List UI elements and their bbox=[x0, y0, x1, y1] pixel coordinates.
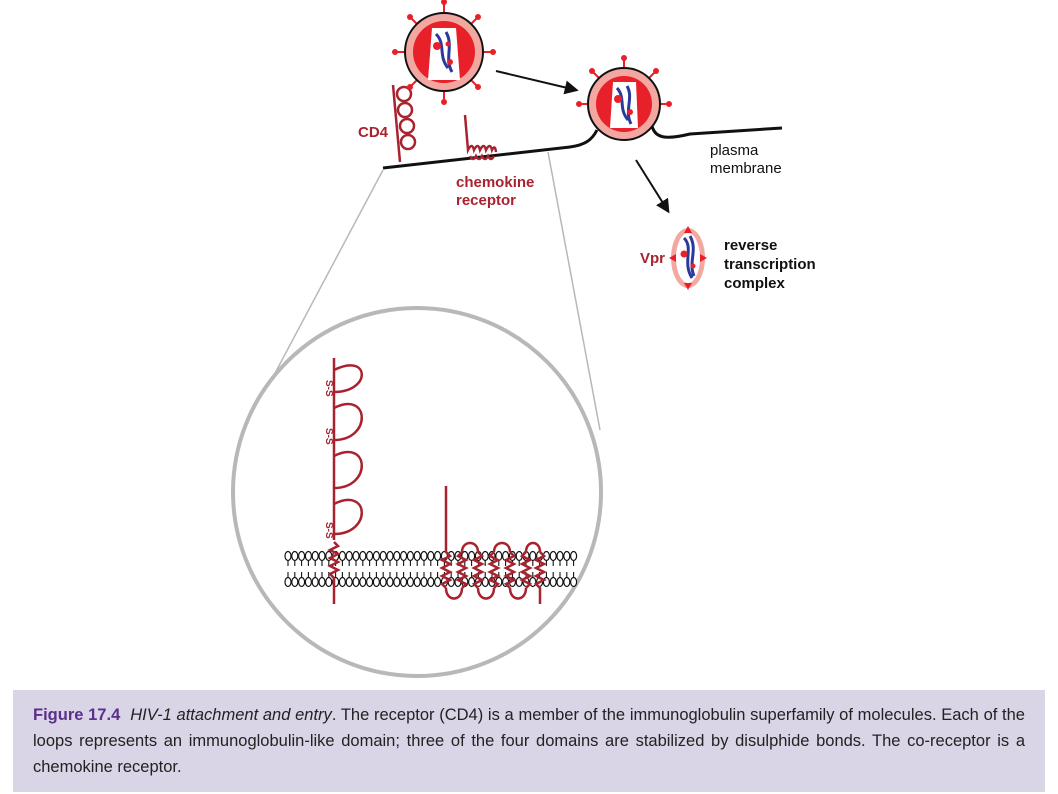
lipid-head bbox=[379, 576, 387, 588]
lipid-head bbox=[298, 576, 306, 588]
lipid-head bbox=[284, 550, 292, 562]
rtc-label-line1: reverse bbox=[724, 237, 777, 254]
cd4-label: CD4 bbox=[358, 124, 389, 141]
lipid-head bbox=[311, 550, 319, 562]
arrow-entry bbox=[635, 159, 670, 214]
lipid-head bbox=[413, 576, 421, 588]
lipid-head bbox=[434, 550, 442, 562]
figure-number: Figure 17.4 bbox=[33, 706, 121, 724]
cd4-receptor-zoom bbox=[327, 358, 363, 604]
lipid-head bbox=[400, 576, 408, 588]
lipid-head bbox=[318, 550, 326, 562]
lipid-head bbox=[400, 550, 408, 562]
plasma-membrane bbox=[382, 125, 783, 170]
lipid-bilayer bbox=[284, 550, 578, 588]
lipid-head bbox=[420, 576, 428, 588]
chemokine-label-line1: chemokine bbox=[456, 174, 534, 191]
lipid-head bbox=[569, 576, 578, 588]
lipid-head bbox=[481, 576, 489, 588]
arrow-attach bbox=[495, 70, 579, 95]
lipid-head bbox=[318, 576, 326, 588]
zoom-circle bbox=[231, 306, 603, 678]
lipid-head bbox=[556, 550, 564, 562]
lipid-head bbox=[413, 550, 421, 562]
reverse-transcription-complex bbox=[669, 226, 707, 290]
vpr-label: Vpr bbox=[640, 250, 665, 267]
lipid-head bbox=[366, 550, 374, 562]
plasma-label-line2: membrane bbox=[710, 160, 782, 177]
lipid-head bbox=[393, 550, 401, 562]
lipid-head bbox=[379, 550, 387, 562]
lipid-head bbox=[393, 576, 401, 588]
lipid-head bbox=[529, 576, 537, 588]
lipid-head bbox=[338, 550, 346, 562]
lipid-head bbox=[549, 550, 557, 562]
figure-title: HIV-1 attachment and entry bbox=[130, 706, 332, 724]
lipid-head bbox=[406, 576, 414, 588]
lipid-head bbox=[434, 576, 442, 588]
lipid-head bbox=[563, 576, 571, 588]
hiv-virion-fusing bbox=[576, 55, 672, 141]
lipid-head bbox=[338, 576, 346, 588]
zoom-guide-right bbox=[547, 151, 601, 431]
lipid-head bbox=[420, 550, 428, 562]
lipid-head bbox=[427, 576, 435, 588]
lipid-head bbox=[345, 550, 353, 562]
disulphide-label-1: S-S bbox=[323, 380, 334, 397]
disulphide-label-3: S-S bbox=[323, 522, 334, 539]
lipid-head bbox=[304, 550, 312, 562]
lipid-head bbox=[284, 576, 292, 588]
disulphide-label-2: S-S bbox=[323, 428, 334, 445]
lipid-head bbox=[406, 550, 414, 562]
hiv-virion-free bbox=[392, 0, 496, 105]
lipid-head bbox=[304, 576, 312, 588]
lipid-head bbox=[298, 550, 306, 562]
lipid-head bbox=[386, 550, 394, 562]
lipid-head bbox=[569, 550, 578, 562]
lipid-head bbox=[563, 550, 571, 562]
lipid-head bbox=[386, 576, 394, 588]
lipid-head bbox=[359, 550, 367, 562]
chemokine-receptor-zoom bbox=[439, 486, 547, 604]
chemokine-label-line2: receptor bbox=[456, 192, 516, 209]
lipid-head bbox=[515, 576, 523, 588]
zoom-view: S-S S-S S-S bbox=[231, 306, 603, 678]
lipid-head bbox=[366, 576, 374, 588]
zoom-guide-left bbox=[264, 169, 384, 393]
caption-text: . The receptor (CD4) is a member of the … bbox=[33, 706, 1025, 776]
cd4-receptor bbox=[391, 84, 417, 163]
figure-caption: Figure 17.4 HIV-1 attachment and entry. T… bbox=[13, 690, 1045, 792]
lipid-head bbox=[345, 576, 353, 588]
chemokine-receptor bbox=[463, 114, 498, 161]
lipid-head bbox=[352, 550, 360, 562]
rtc-label-line3: complex bbox=[724, 275, 786, 292]
lipid-head bbox=[372, 550, 380, 562]
lipid-head bbox=[311, 576, 319, 588]
hiv-entry-diagram: CD4 chemokine receptor plasma membrane V… bbox=[231, 0, 816, 678]
lipid-head bbox=[291, 576, 299, 588]
lipid-head bbox=[291, 550, 299, 562]
lipid-head bbox=[549, 576, 557, 588]
lipid-head bbox=[556, 576, 564, 588]
lipid-head bbox=[359, 576, 367, 588]
rtc-label-line2: transcription bbox=[724, 256, 816, 273]
lipid-head bbox=[325, 576, 333, 588]
lipid-head bbox=[352, 576, 360, 588]
lipid-head bbox=[372, 576, 380, 588]
lipid-head bbox=[427, 550, 435, 562]
plasma-label-line1: plasma bbox=[710, 142, 759, 159]
